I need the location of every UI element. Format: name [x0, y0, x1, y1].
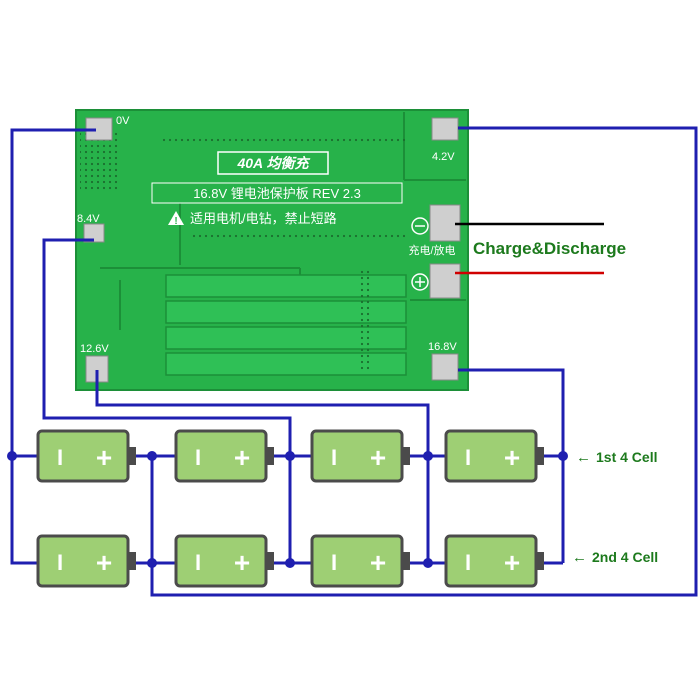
pcb-via-column: [360, 270, 372, 370]
battery-minus-label: I: [465, 550, 471, 575]
title-badge: 40A 均衡充: [236, 155, 310, 171]
battery-minus-label: I: [195, 550, 201, 575]
battery-terminal: [128, 552, 136, 570]
battery-minus-label: I: [331, 550, 337, 575]
charge-discharge-label: Charge&Discharge: [473, 239, 626, 258]
board-title: 16.8V 锂电池保护板 REV 2.3: [193, 186, 361, 201]
pcb-via-row-mid: [190, 232, 405, 240]
balance-wires: [10, 126, 698, 597]
board-warning: 适用电机/电钻，禁止短路: [190, 211, 337, 226]
solder-pads: [83, 117, 461, 383]
battery-cell: I+: [310, 534, 410, 588]
pcb-mosfet-strips: [165, 274, 407, 376]
battery-plus-label: +: [234, 442, 250, 473]
battery-plus-label: +: [370, 442, 386, 473]
battery-minus-label: I: [331, 445, 337, 470]
battery-cell: I+: [444, 534, 544, 588]
bms-board: 40A 均衡充 16.8V 锂电池保护板 REV 2.3 ! 适用电机/电钻，禁…: [75, 109, 469, 391]
battery-plus-label: +: [504, 547, 520, 578]
svg-text:!: !: [174, 216, 177, 227]
pad-label-16-8v: 16.8V: [428, 341, 457, 353]
battery-terminal: [128, 447, 136, 465]
battery-cell: I+: [36, 429, 136, 483]
pad-charge-plus: [429, 263, 461, 299]
battery-plus-label: +: [96, 547, 112, 578]
pad-label-8-4v: 8.4V: [77, 213, 100, 225]
battery-minus-label: I: [57, 445, 63, 470]
battery-terminal: [402, 447, 410, 465]
battery-terminal: [536, 447, 544, 465]
battery-minus-label: I: [465, 445, 471, 470]
battery-cell: I+: [174, 534, 274, 588]
junction-dots: [7, 451, 568, 568]
pcb-via-row-top: [160, 136, 405, 144]
second-row-label: 2nd 4 Cell: [592, 549, 658, 565]
warning-icon: [168, 211, 184, 225]
battery-cell: I+: [36, 534, 136, 588]
charge-label: 充电/放电: [408, 243, 455, 257]
battery-plus-label: +: [370, 547, 386, 578]
pad-4-2v: [431, 117, 459, 141]
battery-minus-label: I: [195, 445, 201, 470]
battery-terminal: [402, 552, 410, 570]
battery-plus-label: +: [504, 442, 520, 473]
pad-8-4v: [83, 223, 105, 243]
plus-symbol-icon: [411, 273, 429, 291]
battery-cell: I+: [444, 429, 544, 483]
svg-text:←: ←: [576, 449, 591, 466]
battery-minus-label: I: [57, 550, 63, 575]
battery-cell: I+: [174, 429, 274, 483]
title-badge-box: [217, 151, 329, 175]
svg-text:←: ←: [572, 549, 587, 566]
pad-16-8v: [431, 353, 459, 381]
minus-symbol-icon: [411, 217, 429, 235]
battery-terminal: [266, 552, 274, 570]
pad-label-12-6v: 12.6V: [80, 343, 109, 355]
wire-0v: [10, 128, 96, 565]
battery-terminal: [266, 447, 274, 465]
pad-label-0v: 0V: [116, 115, 130, 127]
battery-cells: I+I+I+I+I+I+I+I+: [36, 429, 544, 588]
title-line-box: [151, 182, 403, 204]
battery-plus-label: +: [234, 547, 250, 578]
pad-label-4-2v: 4.2V: [432, 151, 455, 163]
first-row-label: 1st 4 Cell: [596, 449, 657, 465]
battery-terminal: [536, 552, 544, 570]
battery-cell: I+: [310, 429, 410, 483]
battery-plus-label: +: [96, 442, 112, 473]
